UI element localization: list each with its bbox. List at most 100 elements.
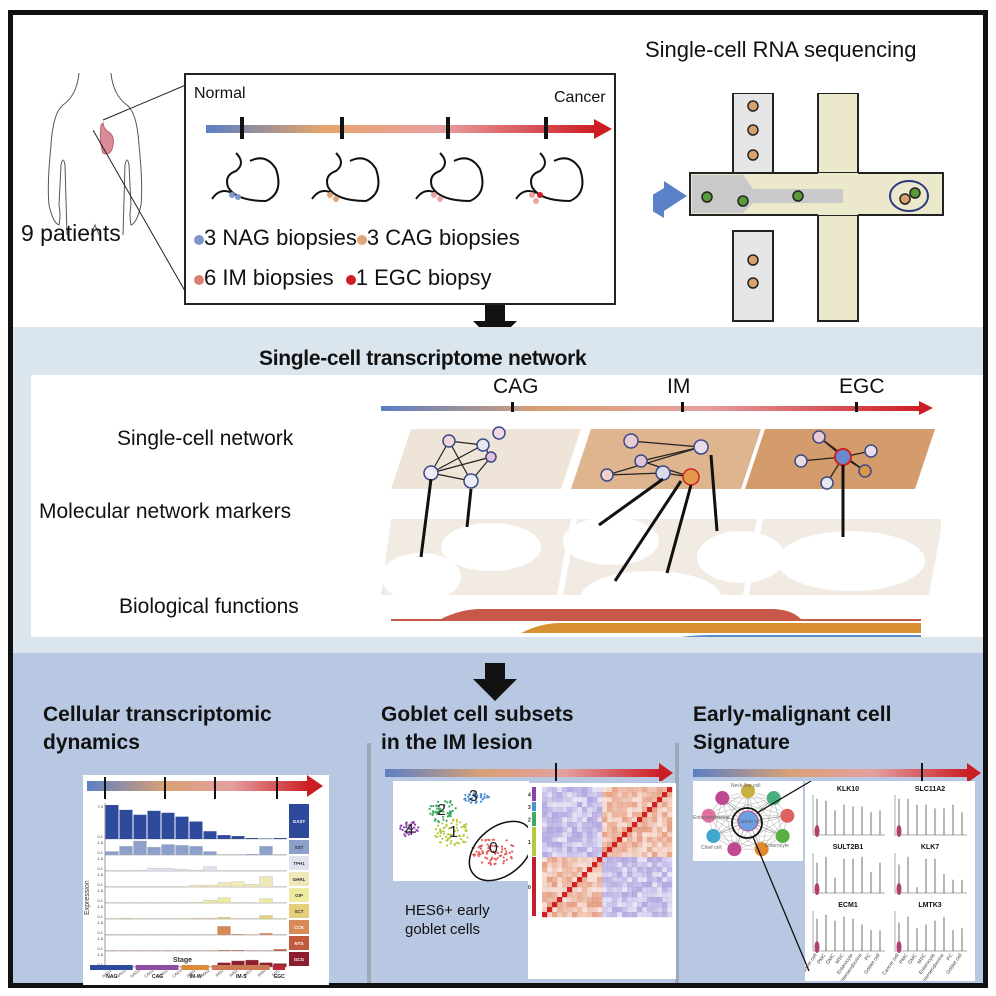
y-tick-label: 0.1 — [97, 946, 103, 951]
gene-label-box — [289, 952, 309, 966]
bar-nts — [189, 950, 203, 952]
heatmap-cluster-label: 1 — [528, 840, 531, 846]
heatmap-cell — [632, 807, 638, 813]
stage-cag: CAG — [493, 375, 539, 398]
bar-gast — [217, 835, 231, 839]
heatmap-cell — [542, 887, 548, 893]
heatmap-cell — [622, 842, 628, 848]
heatmap-cell — [587, 822, 593, 828]
umap-point-cluster-1 — [453, 829, 456, 833]
heatmap-cell — [622, 817, 628, 823]
umap-point-cluster-0 — [475, 850, 478, 853]
heatmap-cell — [617, 862, 623, 868]
cancer-cell-node — [737, 810, 759, 832]
heatmap-cell — [607, 897, 613, 903]
heatmap-cell — [602, 797, 608, 803]
heatmap-cell — [592, 837, 598, 843]
heatmap-cell — [592, 822, 598, 828]
heatmap-cell — [557, 862, 563, 868]
heatmap-cell — [592, 787, 598, 793]
heatmap-cell — [597, 862, 603, 868]
bar-cck — [273, 934, 287, 936]
heatmap-cell — [552, 792, 558, 798]
heatmap-cell — [597, 887, 603, 893]
heatmap-cell — [642, 827, 648, 833]
y-tick-label: 1.5 — [97, 920, 103, 925]
stage-group-bar — [135, 965, 179, 970]
bar-sst — [175, 845, 189, 856]
heatmap-cell — [607, 857, 613, 863]
heatmap-cell — [667, 807, 673, 813]
heatmap-cell — [607, 817, 613, 823]
umap-point-cluster-1 — [457, 842, 460, 845]
umap-point-cluster-0 — [480, 838, 484, 842]
heatmap-cell — [547, 812, 553, 818]
heatmap-cell — [582, 792, 588, 798]
heatmap-cell — [577, 892, 583, 898]
heatmap-cell — [582, 912, 588, 918]
heatmap-cell — [627, 902, 633, 908]
heatmap-cell — [657, 797, 663, 803]
heatmap-cell — [602, 812, 608, 818]
heatmap-cell — [567, 842, 573, 848]
heatmap-cell — [542, 837, 548, 843]
heatmap-cell — [547, 787, 553, 793]
network-node — [727, 842, 742, 857]
bar-sct — [231, 918, 245, 920]
heatmap-cell — [632, 897, 638, 903]
heatmap-cell — [612, 857, 618, 863]
umap-point-cluster-0 — [494, 862, 497, 865]
bar-tph1 — [133, 869, 147, 872]
heatmap-cell — [612, 827, 618, 833]
heatmap-cell — [632, 907, 638, 913]
heatmap-cell — [652, 902, 658, 908]
bar-tph1 — [147, 868, 161, 872]
umap-point-cluster-1 — [439, 831, 443, 834]
y-axis-label: Expression — [84, 880, 91, 915]
row-label-single-cell-network: Single-cell network — [117, 427, 294, 450]
heatmap-cell — [552, 897, 558, 903]
umap-point-cluster-1 — [436, 824, 440, 827]
heatmap-cell — [622, 887, 628, 893]
bar-gast — [175, 816, 189, 839]
heatmap-cell — [642, 857, 648, 863]
umap-point-cluster-2 — [433, 819, 437, 822]
heatmap-cell — [597, 812, 603, 818]
heatmap-cell — [552, 787, 558, 793]
heatmap-cell — [662, 822, 668, 828]
x-tick-label: EGC — [271, 968, 281, 977]
heatmap-cell — [642, 882, 648, 888]
heatmap-cell — [582, 807, 588, 813]
heatmap-cell — [572, 832, 578, 838]
bar-nts — [217, 949, 231, 952]
umap-point-cluster-3 — [483, 793, 486, 796]
stage-tick — [276, 777, 278, 799]
heatmap-cell — [557, 882, 563, 888]
heatmap-cell — [547, 897, 553, 903]
umap-point-cluster-0 — [500, 850, 503, 853]
bar-tph1 — [175, 869, 189, 872]
heatmap-cell — [542, 817, 548, 823]
heatmap-cell — [557, 822, 563, 828]
heatmap-cell — [597, 912, 603, 918]
heatmap-cell — [552, 887, 558, 893]
umap-point-cluster-4 — [417, 826, 420, 829]
heatmap-cell — [617, 822, 623, 828]
gene-label: GIP — [295, 893, 303, 898]
heatmap-cell — [627, 887, 633, 893]
umap-point-cluster-3 — [479, 793, 483, 796]
umap-point-cluster-1 — [455, 826, 458, 829]
gene-label: TPH1 — [293, 861, 305, 866]
heatmap-cell — [557, 847, 563, 853]
umap-point-cluster-1 — [439, 841, 442, 844]
bar-gip — [259, 898, 273, 904]
heatmap-cell — [662, 827, 668, 833]
bar-tph1 — [203, 866, 217, 872]
umap-point-cluster-1 — [455, 820, 458, 823]
heatmap-cell — [637, 892, 643, 898]
umap-point-cluster-2 — [441, 815, 445, 819]
umap-point-cluster-1 — [439, 830, 442, 833]
y-tick-label: 0.1 — [97, 962, 103, 967]
umap-point-cluster-3 — [468, 793, 471, 796]
heatmap-cell — [552, 837, 558, 843]
